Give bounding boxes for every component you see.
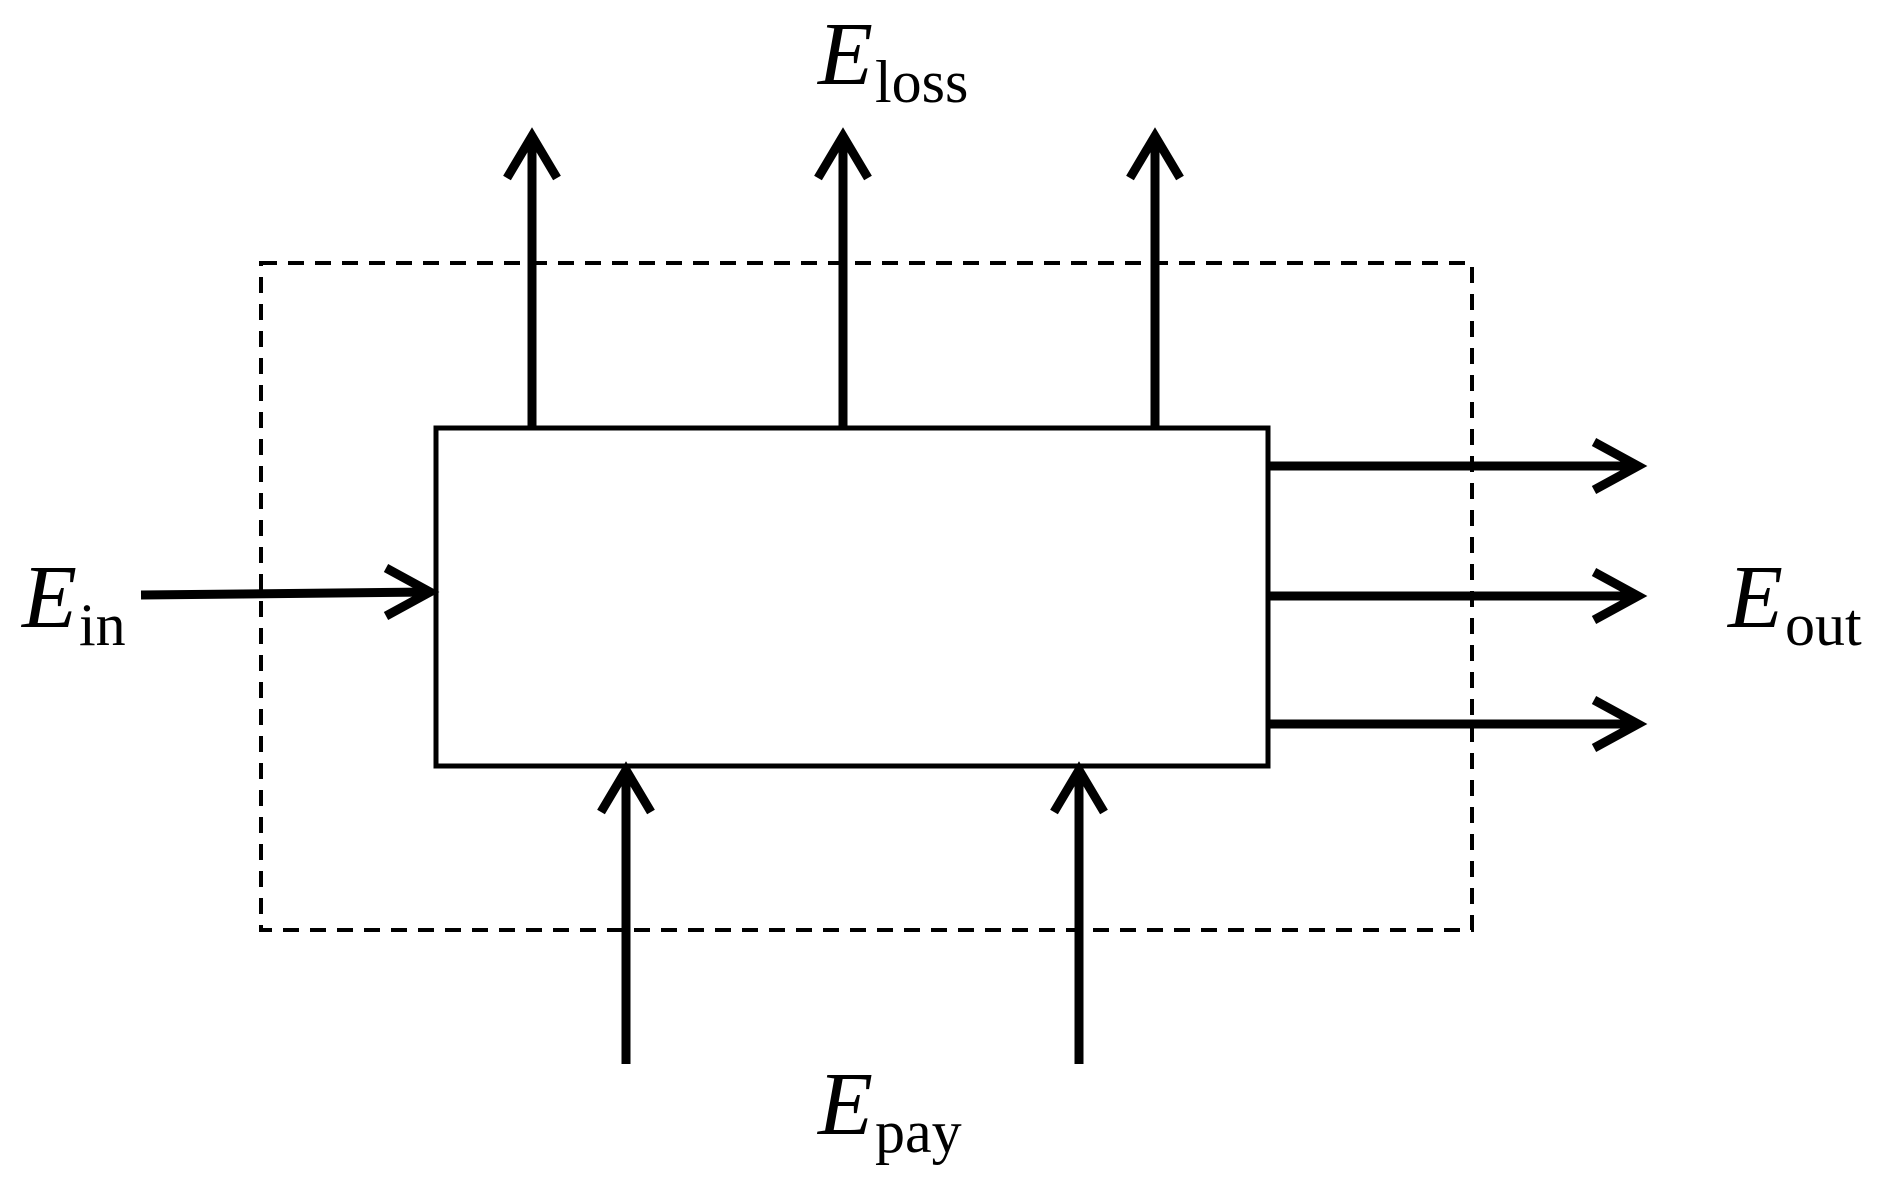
loss-label-symbol: E [816,5,873,104]
loss-label: Eloss [816,5,968,115]
loss-label-subscript: loss [875,49,968,115]
output-arrow-2 [1270,568,1648,624]
loss-arrow-2 [814,127,872,426]
output-label-subscript: out [1785,592,1862,658]
input-label: Ein [20,548,126,658]
pay-arrow-2 [1050,761,1108,1064]
pay-label: Epay [816,1055,962,1165]
process-block [433,425,1271,769]
pay-label-symbol: E [816,1055,873,1154]
output-arrow-1 [1270,438,1648,494]
output-label: Eout [1726,548,1862,658]
loss-arrow-1 [503,127,561,426]
output-label-symbol: E [1726,548,1783,647]
loss-arrow-3 [1126,127,1184,426]
pay-label-subscript: pay [875,1099,962,1165]
output-arrow-3 [1270,696,1648,752]
pay-arrow-1 [597,761,655,1064]
input-arrow [140,564,440,620]
input-label-subscript: in [79,592,126,658]
input-label-symbol: E [20,548,77,647]
